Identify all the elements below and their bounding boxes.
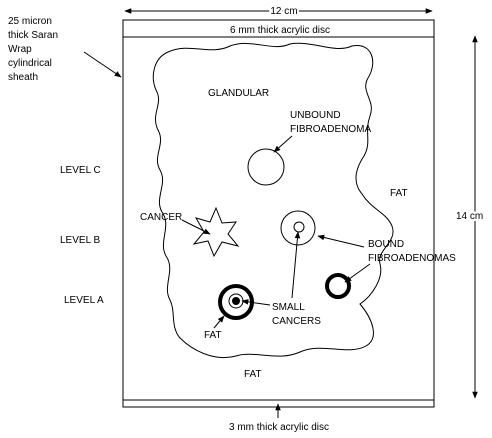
top-disc-label: 6 mm thick acrylic disc	[230, 25, 330, 36]
fat-inner-arrow	[213, 315, 225, 329]
small-cancer-in-upper	[293, 221, 305, 233]
sheath-label-line4: cylindrical	[8, 58, 52, 69]
bound-label-line2: FIBROADENOMAS	[368, 253, 456, 264]
fat-bottom-label: FAT	[244, 369, 262, 380]
sheath-label-line1: 25 micron	[8, 16, 52, 27]
level-b-label: LEVEL B	[60, 235, 101, 246]
bound-arrow-lower	[344, 263, 371, 283]
small-cancer-in-thick	[232, 297, 240, 305]
cancer-label: CANCER	[140, 212, 182, 223]
bound-label-line1: BOUND	[368, 239, 404, 250]
small-cancers-label-line2: CANCERS	[272, 316, 321, 327]
bound-arrow-upper	[317, 234, 365, 248]
sheath-label-line2: thick Saran	[8, 30, 58, 41]
level-c-label: LEVEL C	[60, 165, 101, 176]
small-cancers-label-line1: SMALL	[272, 302, 305, 313]
glandular-tissue-outline	[152, 42, 394, 359]
small-cancers-arrow-lower	[241, 299, 271, 306]
sheath-arrow	[83, 51, 122, 78]
bound-fibroadenoma-upper	[280, 210, 316, 246]
cancer-star	[192, 206, 240, 258]
sheath-label-line5: sheath	[8, 72, 38, 83]
cancer-arrow	[181, 219, 211, 235]
bottom-disc-label: 3 mm thick acrylic disc	[229, 422, 329, 433]
unbound-arrow	[273, 135, 293, 153]
unbound-label-line2: FIBROADENOMA	[290, 124, 371, 135]
unbound-fibroadenoma	[247, 148, 285, 186]
bound-fibroadenoma-lower	[325, 273, 351, 299]
height-label: 14 cm	[456, 211, 483, 222]
unbound-label-line1: UNBOUND	[290, 110, 341, 121]
sheath-label-line3: Wrap	[8, 44, 32, 55]
level-a-label: LEVEL A	[64, 295, 104, 306]
fat-right-label: FAT	[390, 188, 408, 199]
small-cancers-arrow-upper	[291, 231, 301, 299]
glandular-label: GLANDULAR	[208, 88, 269, 99]
fat-inner-label: FAT	[204, 330, 222, 341]
width-label: 12 cm	[270, 6, 297, 17]
